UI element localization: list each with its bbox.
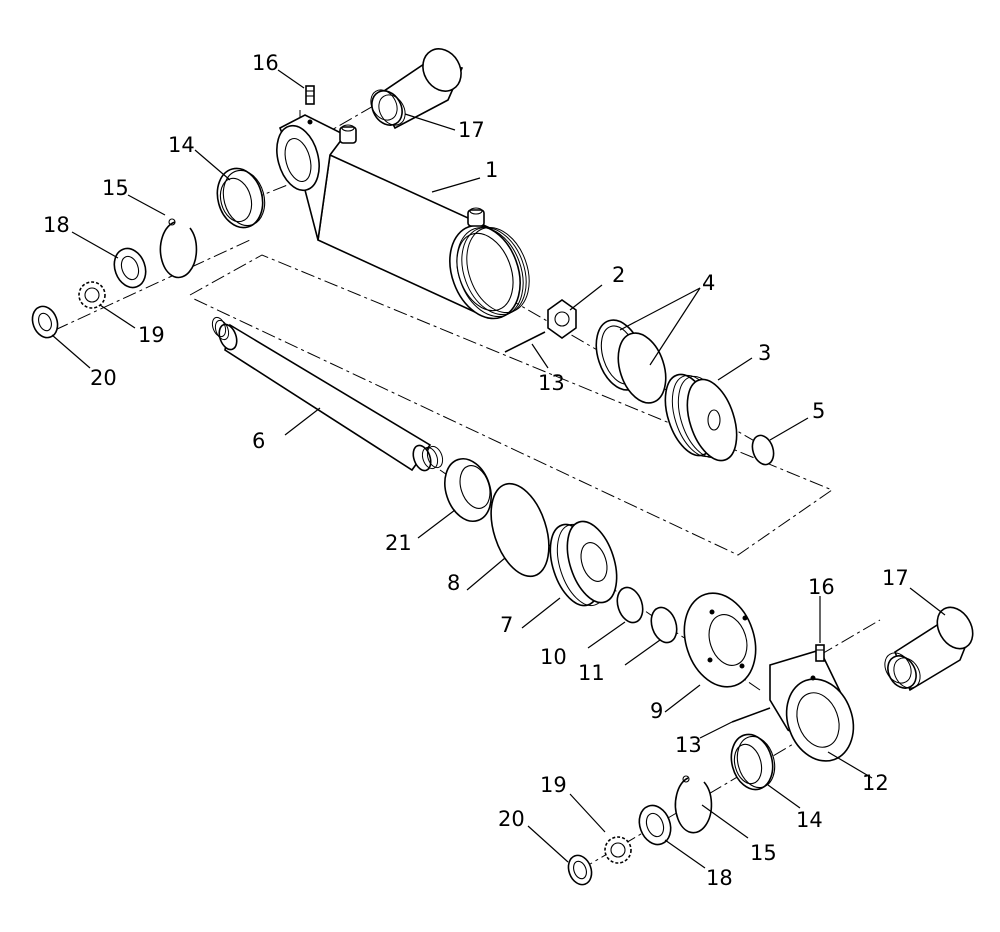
callout-14-top: 14 [168, 133, 195, 157]
part-18-washer-bottom [638, 804, 672, 846]
part-18-washer-top [113, 247, 147, 289]
part-2-hex-nut [547, 299, 577, 339]
part-21-wiper [444, 458, 492, 522]
leader-lines [51, 69, 946, 869]
part-1-cylinder-barrel [276, 114, 530, 320]
callout-13-bottom: 13 [675, 733, 702, 757]
callout-9: 9 [650, 699, 663, 723]
part-6-piston-rod [211, 316, 444, 472]
part-14-bearing-bottom [730, 733, 776, 791]
callout-14-bottom: 14 [796, 808, 823, 832]
part-19-lock-washer-top [78, 281, 106, 309]
callout-18-bottom: 18 [706, 866, 733, 890]
part-7-gland [549, 520, 618, 607]
callout-10: 10 [540, 645, 567, 669]
part-3-piston [664, 373, 738, 462]
callout-20-bottom: 20 [498, 807, 525, 831]
callout-8: 8 [447, 571, 460, 595]
callout-15-bottom: 15 [750, 841, 777, 865]
part-5-o-ring [751, 434, 775, 466]
callout-11: 11 [578, 661, 605, 685]
callout-21: 21 [385, 531, 412, 555]
part-16-grease-nipple-bottom [815, 644, 825, 662]
part-11-ring [650, 606, 678, 644]
part-13-pin-bottom [731, 707, 771, 723]
callout-20-top: 20 [90, 366, 117, 390]
part-4-seals [595, 319, 667, 404]
part-20-nut-bottom [567, 854, 593, 886]
part-14-bearing-top [216, 167, 266, 229]
part-8-o-ring [490, 482, 550, 578]
callout-2: 2 [612, 263, 625, 287]
callout-16-top: 16 [252, 51, 279, 75]
part-17-pin-top [370, 48, 464, 130]
part-13-pin-top [504, 331, 546, 353]
callout-18-top: 18 [43, 213, 70, 237]
callout-17-bottom: 17 [882, 566, 909, 590]
part-17-pin-bottom [884, 606, 974, 692]
callout-3: 3 [758, 341, 771, 365]
part-15-circlip-top [159, 218, 198, 279]
part-10-ring [616, 586, 644, 624]
callout-5: 5 [812, 399, 825, 423]
callout-7: 7 [500, 613, 513, 637]
callout-16-bottom: 16 [808, 575, 835, 599]
callout-1: 1 [485, 158, 498, 182]
callout-13-top: 13 [538, 371, 565, 395]
part-16-grease-nipple-top [305, 85, 315, 105]
callout-17-top: 17 [458, 118, 485, 142]
callout-12: 12 [862, 771, 889, 795]
callout-4: 4 [702, 271, 715, 295]
callout-19-top: 19 [138, 323, 165, 347]
part-9-end-cap [683, 592, 757, 688]
callout-19-bottom: 19 [540, 773, 567, 797]
callout-15-top: 15 [102, 176, 129, 200]
part-19-lock-washer-bottom [604, 836, 632, 864]
part-20-nut-top [31, 305, 59, 339]
part-15-circlip-bottom [674, 775, 713, 834]
part-12-clevis [769, 649, 855, 762]
callout-6: 6 [252, 429, 265, 453]
callout-labels: 1 2 3 4 5 6 7 8 9 10 11 12 13 13 14 14 1… [43, 51, 909, 890]
